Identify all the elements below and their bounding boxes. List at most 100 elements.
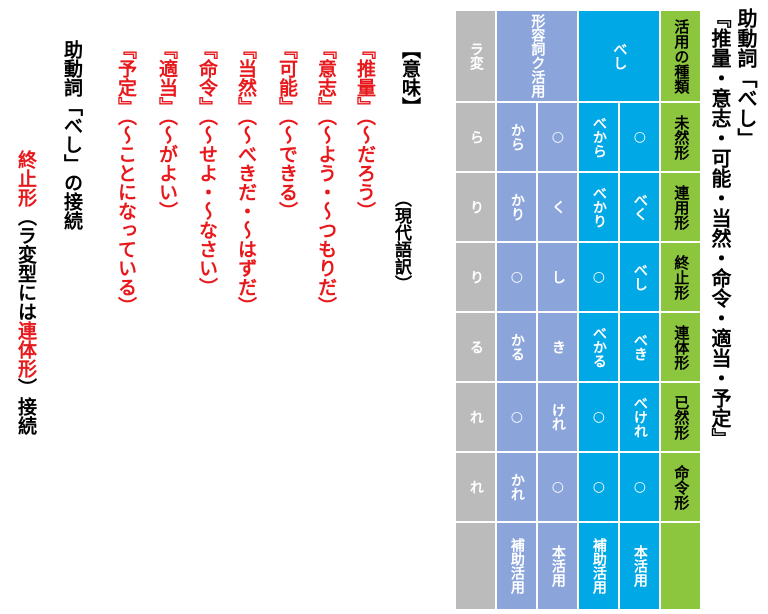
cell-0-1-1-text: べかり: [590, 186, 607, 228]
form-0-text: 未然形: [672, 114, 691, 160]
cell-1-0-5: ○: [537, 452, 578, 522]
form-1-text: 連用形: [672, 184, 691, 230]
connection-form-main: 終止形: [15, 150, 37, 207]
meaning-term: 『意志』: [315, 40, 337, 116]
cell-1-1-5: かれ: [496, 452, 537, 522]
meaning-term: 『推量』: [354, 40, 376, 116]
col-header-0-text: べし: [611, 42, 628, 70]
cell-2-0-0-text: ら: [467, 130, 484, 144]
connection-rule: 終止形（ラ変型には連体形）接続: [15, 150, 37, 435]
cell-1-0-4: けれ: [537, 382, 578, 452]
cell-0-0-5: ○: [619, 452, 660, 522]
meaning-gloss: （～がよい）: [156, 116, 178, 221]
cell-0-1-1: べかり: [578, 172, 619, 242]
cell-1-0-5-text: ○: [549, 479, 566, 495]
cell-1-0-1-text: く: [549, 200, 566, 214]
meaning-term: 『適当』: [156, 40, 178, 116]
cell-0-0-4: べけれ: [619, 382, 660, 452]
cell-0-1-0-text: べから: [590, 116, 607, 158]
cell-1-0-2-text: し: [549, 270, 566, 284]
cell-0-0-3-text: べき: [631, 333, 648, 361]
cell-0-1-3: べかる: [578, 312, 619, 382]
meaning-gloss: （～ことになっている）: [115, 116, 137, 316]
sub-1-0: 本活用: [537, 522, 578, 610]
meaning-item: 『適当』（～がよい）: [156, 40, 178, 221]
meaning-gloss: （～よう・～つもりだ）: [315, 116, 337, 316]
cell-1-0-0: ○: [537, 102, 578, 172]
cell-0-1-5: ○: [578, 452, 619, 522]
meaning-item: 『命令』（～せよ・～なさい）: [196, 40, 218, 297]
form-blank: [660, 522, 701, 610]
cell-0-1-0: べから: [578, 102, 619, 172]
cell-2-0-5-text: れ: [467, 480, 484, 494]
cell-1-0-3: き: [537, 312, 578, 382]
cell-1-1-4-text: ○: [508, 409, 525, 425]
col-header-1-text: 形容詞ク活用: [529, 14, 546, 98]
cell-0-0-5-text: ○: [631, 479, 648, 495]
cell-0-1-5-text: ○: [590, 479, 607, 495]
cell-1-0-2: し: [537, 242, 578, 312]
cell-0-1-2-text: ○: [590, 269, 607, 285]
col-header-1: 形容詞ク活用: [496, 10, 578, 102]
cell-1-1-5-text: かれ: [508, 473, 525, 501]
meaning-item: 『意志』（～よう・～つもりだ）: [315, 40, 337, 316]
cell-2-0-2: り: [455, 242, 496, 312]
form-4: 已然形: [660, 382, 701, 452]
form-2-text: 終止形: [672, 254, 691, 300]
conjugation-table: 活用の種類未然形連用形終止形連体形已然形命令形べし○べくべしべきべけれ○本活用べ…: [453, 10, 701, 610]
cell-0-1-3-text: べかる: [590, 326, 607, 368]
sub-0-0-text: 本活用: [631, 545, 648, 587]
form-3-text: 連体形: [672, 324, 691, 370]
cell-2-0-4: れ: [455, 382, 496, 452]
meaning-term: 『当然』: [235, 40, 257, 116]
cell-1-0-1: く: [537, 172, 578, 242]
sub-0-0: 本活用: [619, 522, 660, 610]
cell-2-0-3-text: る: [467, 340, 484, 354]
meaning-item: 『可能』（～できる）: [276, 40, 298, 221]
cell-1-0-0-text: ○: [549, 129, 566, 145]
sub-2-0: [455, 522, 496, 610]
cell-2-0-3: る: [455, 312, 496, 382]
cell-1-1-2: ○: [496, 242, 537, 312]
sub-0-1-text: 補助活用: [590, 538, 607, 594]
cell-1-1-3: かる: [496, 312, 537, 382]
cell-0-1-4: ○: [578, 382, 619, 452]
meaning-gloss: （～だろう）: [354, 116, 376, 221]
connection-heading: 助動詞「べし」の接続: [61, 40, 83, 230]
form-5: 命令形: [660, 452, 701, 522]
cell-1-1-1: かり: [496, 172, 537, 242]
page-title: 助動詞「べし」: [734, 8, 758, 148]
meaning-gloss: （～べきだ・～はずだ）: [235, 116, 257, 316]
sub-1-1: 補助活用: [496, 522, 537, 610]
cell-0-0-4-text: べけれ: [631, 396, 648, 438]
cell-2-0-0: ら: [455, 102, 496, 172]
col-header-2-text: ラ変: [467, 42, 484, 70]
meaning-gloss: （～できる）: [276, 116, 298, 221]
meaning-heading: 【意味】: [399, 40, 421, 116]
meaning-gloss: （～せよ・～なさい）: [196, 116, 218, 297]
meaning-item: 『推量』（～だろう）: [354, 40, 376, 221]
cell-1-0-4-text: けれ: [549, 403, 566, 431]
meaning-term: 『可能』: [276, 40, 298, 116]
col-header-0: べし: [578, 10, 660, 102]
cell-1-1-1-text: かり: [508, 193, 525, 221]
form-5-text: 命令形: [672, 464, 691, 510]
cell-1-1-0: から: [496, 102, 537, 172]
cell-1-0-3-text: き: [549, 340, 566, 354]
cell-0-0-0-text: ○: [631, 129, 648, 145]
cell-1-1-0-text: から: [508, 123, 525, 151]
cell-0-0-2: べし: [619, 242, 660, 312]
cell-0-0-2-text: べし: [631, 263, 648, 291]
form-1: 連用形: [660, 172, 701, 242]
cell-1-1-4: ○: [496, 382, 537, 452]
cell-2-0-2-text: り: [467, 270, 484, 284]
sub-1-1-text: 補助活用: [508, 538, 525, 594]
form-3: 連体形: [660, 312, 701, 382]
meaning-item: 『予定』（～ことになっている）: [115, 40, 137, 316]
sub-1-0-text: 本活用: [549, 545, 566, 587]
page-subtitle: 『推量・意志・可能・当然・命令・適当・予定』: [708, 8, 732, 448]
connection-text-a: （ラ変型には: [15, 207, 37, 321]
meaning-item: 『当然』（～べきだ・～はずだ）: [235, 40, 257, 316]
cell-0-0-1: べく: [619, 172, 660, 242]
connection-text-b: ）接続: [15, 378, 37, 435]
